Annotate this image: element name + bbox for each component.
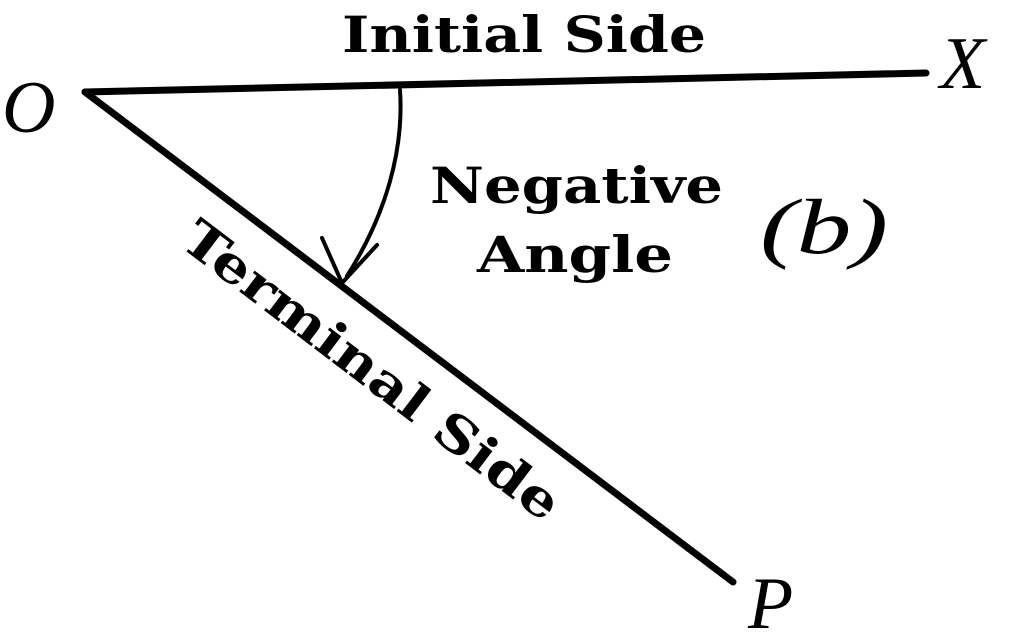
angle-arc <box>345 88 403 278</box>
figure-tag-b: (b) <box>760 183 888 270</box>
vertex-label-o: O <box>2 67 55 149</box>
negative-angle-label-line2: Angle <box>476 225 673 284</box>
terminal-end-label-p: P <box>747 563 793 640</box>
angle-arrowhead <box>320 236 379 285</box>
initial-end-label-x: X <box>937 23 988 105</box>
terminal-side-ray <box>81 88 737 586</box>
negative-angle-label-line1: Negative <box>430 156 723 215</box>
initial-side-label: Initial Side <box>342 5 706 64</box>
initial-side-ray <box>81 69 930 96</box>
